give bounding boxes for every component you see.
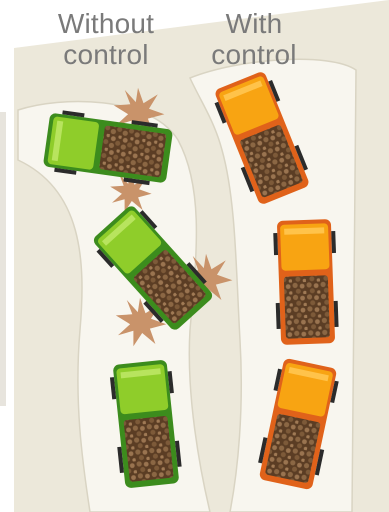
green-truck-icon: [109, 359, 184, 489]
label-with-control: With control: [192, 8, 316, 70]
orange-truck-icon: [273, 219, 339, 345]
divider: [0, 112, 6, 406]
label-without-control: Without control: [36, 8, 176, 70]
